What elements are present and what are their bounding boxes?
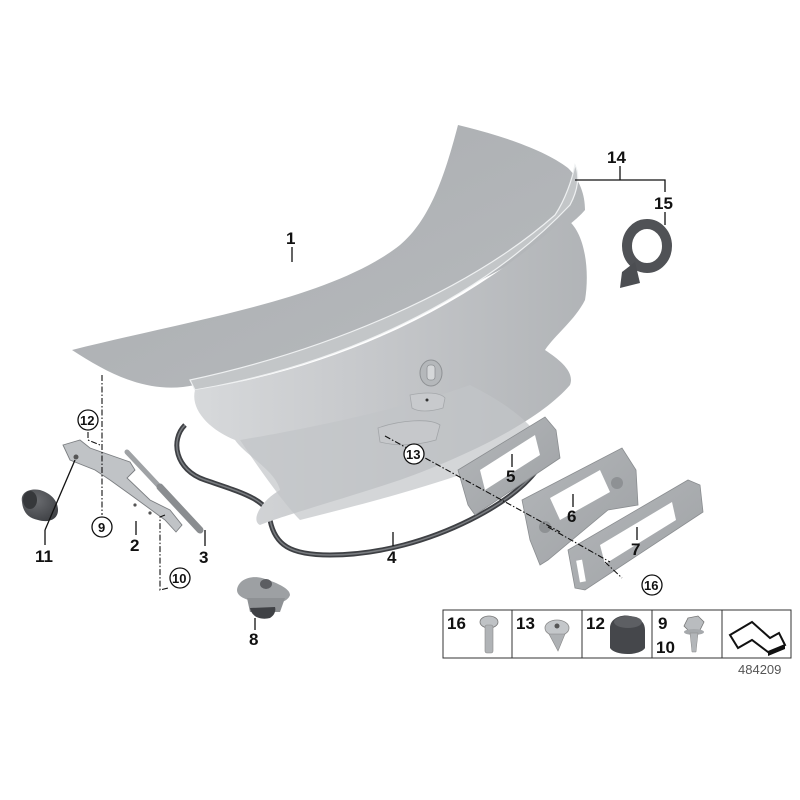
callout-7: 7 xyxy=(631,540,640,559)
callout-15: 15 xyxy=(654,194,673,213)
hinge-part xyxy=(62,439,183,533)
svg-text:12: 12 xyxy=(586,614,605,633)
buffer-mount-part xyxy=(237,577,290,619)
callout-11: 11 xyxy=(35,547,53,566)
svg-text:16: 16 xyxy=(644,578,658,593)
callout-6: 6 xyxy=(567,507,576,526)
legend-cell-arrow xyxy=(728,620,787,656)
legend-cell-16: 16 xyxy=(447,614,499,654)
gas-strut-part xyxy=(124,449,204,534)
callout-labels: 1 14 15 2 3 4 5 6 7 8 11 12 9 10 13 16 xyxy=(35,148,673,649)
image-code: 484209 xyxy=(738,662,781,677)
callout-5: 5 xyxy=(506,467,515,486)
svg-text:12: 12 xyxy=(80,413,94,428)
svg-text:9: 9 xyxy=(98,520,105,535)
legend-cell-13: 13 xyxy=(516,614,570,652)
legend-cell-9-10: 9 10 xyxy=(656,614,705,657)
adhesive-tape-part xyxy=(620,219,672,288)
callout-3: 3 xyxy=(199,548,208,567)
leader-lines xyxy=(44,166,666,630)
svg-text:9: 9 xyxy=(658,614,667,633)
hex-bolt-icon xyxy=(683,615,705,653)
callout-1: 1 xyxy=(286,229,295,248)
svg-text:13: 13 xyxy=(406,447,420,462)
callout-12-circled: 12 xyxy=(77,409,99,431)
svg-text:16: 16 xyxy=(447,614,466,633)
license-plate-base-part-6 xyxy=(521,447,639,566)
license-plate-holder-part-7 xyxy=(567,479,704,591)
torx-screw-icon xyxy=(479,615,499,654)
callout-2: 2 xyxy=(130,536,139,555)
direction-arrow-icon xyxy=(728,620,787,656)
callout-13-circled: 13 xyxy=(403,443,425,465)
svg-text:10: 10 xyxy=(656,638,675,657)
callout-10-circled: 10 xyxy=(169,567,191,589)
fastener-legend: 16 13 12 9 10 xyxy=(442,609,792,659)
rubber-stop-part xyxy=(21,489,58,522)
callout-4: 4 xyxy=(387,548,397,567)
legend-cell-12: 12 xyxy=(586,614,645,654)
seal-gasket-part xyxy=(174,423,548,558)
callout-14: 14 xyxy=(607,148,626,167)
callout-9-circled: 9 xyxy=(91,516,113,538)
callout-8: 8 xyxy=(249,630,258,649)
callout-16-circled: 16 xyxy=(641,574,663,596)
rubber-cap-icon xyxy=(610,615,645,654)
svg-text:13: 13 xyxy=(516,614,535,633)
svg-text:10: 10 xyxy=(172,571,186,586)
expanding-rivet-icon xyxy=(544,619,570,652)
trunk-lid-part xyxy=(72,125,587,525)
